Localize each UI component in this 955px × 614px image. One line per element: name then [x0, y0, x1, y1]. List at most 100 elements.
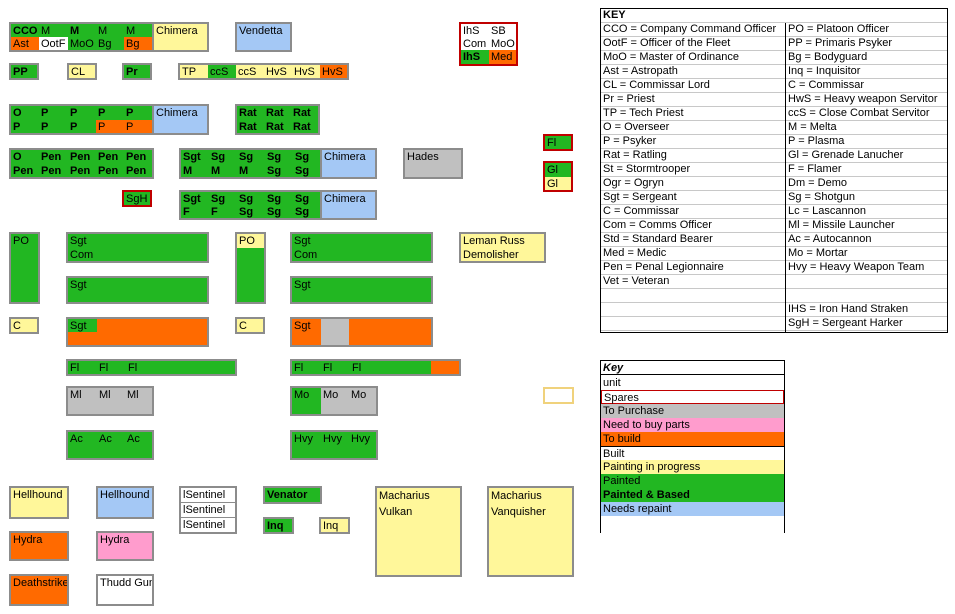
key-row: SgH = Sergeant Harker — [601, 317, 947, 331]
key-right-entry: P = Plasma — [788, 135, 845, 147]
unit-commissar-1[interactable]: C — [9, 317, 39, 334]
key-left-entry: Vet = Veteran — [603, 275, 670, 287]
cell-straken: IhS — [461, 24, 489, 37]
empty-spare-slot[interactable] — [543, 387, 574, 404]
unit-vendetta[interactable]: Vendetta — [235, 22, 292, 52]
cell-psyker: P — [96, 120, 124, 133]
spare-grenade-launchers[interactable]: Gl Gl — [543, 161, 573, 192]
unit-commissar-2[interactable]: C — [235, 317, 265, 334]
unit-infantry-squad-1a[interactable]: Sgt — [66, 276, 209, 304]
unit-infantry-squad-1b[interactable]: Sgt — [66, 317, 209, 347]
unit-hellhound-1[interactable]: Hellhound — [9, 486, 69, 519]
cell-empty — [321, 248, 431, 261]
cell-penal: Pen — [68, 150, 96, 164]
cell-straken: IhS — [461, 50, 489, 64]
cell-sergeant: Sgt — [68, 319, 97, 332]
unit-infantry-squad-2b[interactable]: Sgt — [290, 317, 433, 347]
cell-penal: Pen — [96, 164, 124, 177]
cell-comms: Com — [68, 248, 97, 261]
unit-ratlings[interactable]: Rat Rat Rat Rat Rat Rat — [235, 104, 320, 135]
cell-vanquisher: Vanquisher — [489, 504, 572, 575]
cell-hellhound: Hellhound — [11, 488, 67, 517]
unit-venator[interactable]: Venator — [263, 486, 322, 504]
cell-ccs: ccS — [208, 65, 236, 78]
unit-leman-russ-demolisher[interactable]: Leman Russ Demolisher — [459, 232, 546, 263]
cell-heavy-weapon: Hvy — [349, 432, 376, 458]
key-right-entry: SgH = Sergeant Harker — [788, 317, 903, 329]
key-right-entry: Lc = Lascannon — [788, 205, 866, 217]
unit-stormtroopers-b[interactable]: Sgt Sg Sg Sg Sg F F Sg Sg Sg — [179, 190, 322, 220]
spare-flamer[interactable]: Fl — [543, 134, 573, 151]
unit-chimera-hq[interactable]: Chimera — [152, 22, 209, 52]
unit-mortar-team-2[interactable]: Mo Mo Mo — [290, 386, 378, 416]
key-right-entry: C = Commissar — [788, 79, 865, 91]
unit-inquisitor-2[interactable]: Inq — [319, 517, 350, 534]
cell-sb: SB — [489, 24, 516, 37]
cell-flamer: Fl — [350, 361, 431, 374]
cell-vulkan: Vulkan — [377, 504, 460, 575]
unit-missile-team-1[interactable]: Ml Ml Ml — [66, 386, 154, 416]
unit-sergeant-harker[interactable]: SgH — [122, 190, 152, 207]
cell-mortar: Mo — [349, 388, 376, 414]
key-left-entry: Std = Standard Bearer — [603, 233, 713, 245]
unit-command-squad-2[interactable]: Sgt Com — [290, 232, 433, 263]
unit-hydra-1[interactable]: Hydra — [9, 531, 69, 561]
key-right-entry: Hvy = Heavy Weapon Team — [788, 261, 925, 273]
unit-hellhound-2[interactable]: Hellhound — [96, 486, 154, 519]
unit-chimera-psyker[interactable]: Chimera — [152, 104, 209, 135]
key-left-entry — [601, 289, 605, 302]
unit-primaris-psyker[interactable]: PP — [9, 63, 39, 80]
unit-sentinels[interactable]: lSentinel lSentinel lSentinel — [179, 486, 237, 534]
cell-hellhound: Hellhound — [98, 488, 152, 517]
unit-inquisitor-1[interactable]: Inq — [263, 517, 294, 534]
unit-commissar-lord[interactable]: CL — [67, 63, 97, 80]
unit-heavy-team-2[interactable]: Hvy Hvy Hvy — [290, 430, 378, 460]
cell-overseer: O — [11, 106, 39, 120]
unit-chimera-storm-a[interactable]: Chimera — [320, 148, 377, 179]
unit-stormtroopers-a[interactable]: Sgt Sg Sg Sg Sg M M M Sg Sg — [179, 148, 322, 179]
hq-command-squad[interactable]: CCO M M M M Ast OotF MoO Bg Bg — [9, 22, 154, 52]
cell-shotgun: Sg — [265, 192, 293, 205]
key-left-entry: CL = Commissar Lord — [603, 79, 710, 91]
key-right-entry: Bg = Bodyguard — [788, 51, 868, 63]
unit-priest[interactable]: Pr — [122, 63, 152, 80]
unit-straken-command[interactable]: IhS SB Com MoO IhS Med — [459, 22, 518, 66]
cell-hvs: HvS — [264, 65, 292, 78]
key-left-entry: Sgt = Sergeant — [603, 191, 677, 203]
unit-flamer-squad-1[interactable]: Fl Fl Fl — [66, 359, 237, 376]
unit-deathstrike[interactable]: Deathstrike — [9, 574, 69, 606]
cell-autocannon: Ac — [97, 432, 125, 458]
cell-harker: SgH — [124, 192, 150, 205]
unit-thudd-gun[interactable]: Thudd Gun — [96, 574, 154, 606]
unit-macharius-vanquisher[interactable]: Macharius Vanquisher — [487, 486, 574, 577]
cell-ccs: ccS — [236, 65, 264, 78]
unit-penal-legion[interactable]: O Pen Pen Pen Pen Pen Pen Pen Pen Pen — [9, 148, 154, 179]
cell-empty — [237, 248, 264, 302]
status-key-row: To build — [601, 432, 784, 446]
unit-flamer-squad-2[interactable]: Fl Fl Fl — [290, 359, 461, 376]
cell-empty — [349, 332, 431, 345]
unit-hydra-2[interactable]: Hydra — [96, 531, 154, 561]
key-left-entry: MoO = Master of Ordinance — [603, 51, 740, 63]
unit-autocannon-team-1[interactable]: Ac Ac Ac — [66, 430, 154, 460]
cell-psyker: P — [39, 106, 68, 120]
unit-chimera-storm-b[interactable]: Chimera — [320, 190, 377, 220]
cell-sergeant: Sgt — [292, 234, 321, 248]
cell-tp: TP — [180, 65, 208, 78]
cell-penal: Pen — [68, 164, 96, 177]
unit-infantry-squad-2a[interactable]: Sgt — [290, 276, 433, 304]
unit-command-squad-1[interactable]: Sgt Com — [66, 232, 209, 263]
unit-tech-priest[interactable]: TP ccS ccS HvS HvS HvS — [178, 63, 349, 80]
cell-melta: M — [209, 164, 237, 177]
cell-empty — [431, 361, 459, 374]
key-left-entry: P = Psyker — [603, 135, 657, 147]
unit-psyker-squad[interactable]: O P P P P P P P P P — [9, 104, 154, 135]
unit-hades[interactable]: Hades — [403, 148, 463, 179]
unit-platoon-officer-2[interactable]: PO — [235, 232, 266, 304]
unit-macharius-vulkan[interactable]: Macharius Vulkan — [375, 486, 462, 577]
unit-platoon-officer-1[interactable]: PO — [9, 232, 40, 304]
key-row — [601, 289, 947, 303]
